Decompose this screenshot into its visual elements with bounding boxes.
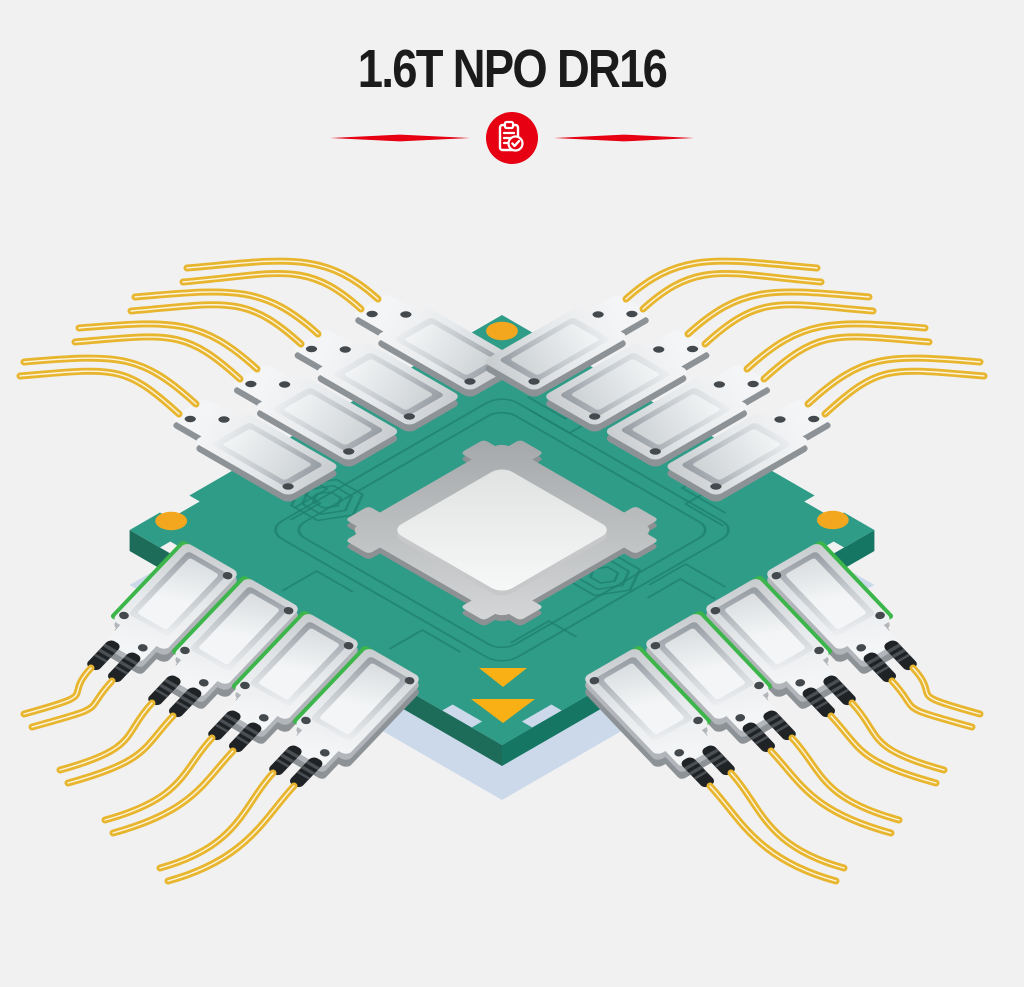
- fiber-pair: [710, 773, 844, 881]
- clipboard-check-icon: [485, 111, 539, 165]
- fiber-pair: [105, 738, 233, 833]
- board-arrow-marks: [471, 668, 535, 723]
- fiber-pair: [771, 738, 899, 833]
- fiducial-dot: [486, 321, 518, 341]
- fiber-pair: [160, 773, 294, 881]
- asic-die: [327, 429, 677, 637]
- divider-line-right: [554, 134, 694, 142]
- title-divider: [0, 110, 1024, 166]
- divider-line-left: [330, 134, 470, 142]
- fiducial-dot: [155, 511, 188, 531]
- page-title: 1.6T NPO DR16: [357, 39, 668, 99]
- fiducial-dot: [816, 510, 849, 530]
